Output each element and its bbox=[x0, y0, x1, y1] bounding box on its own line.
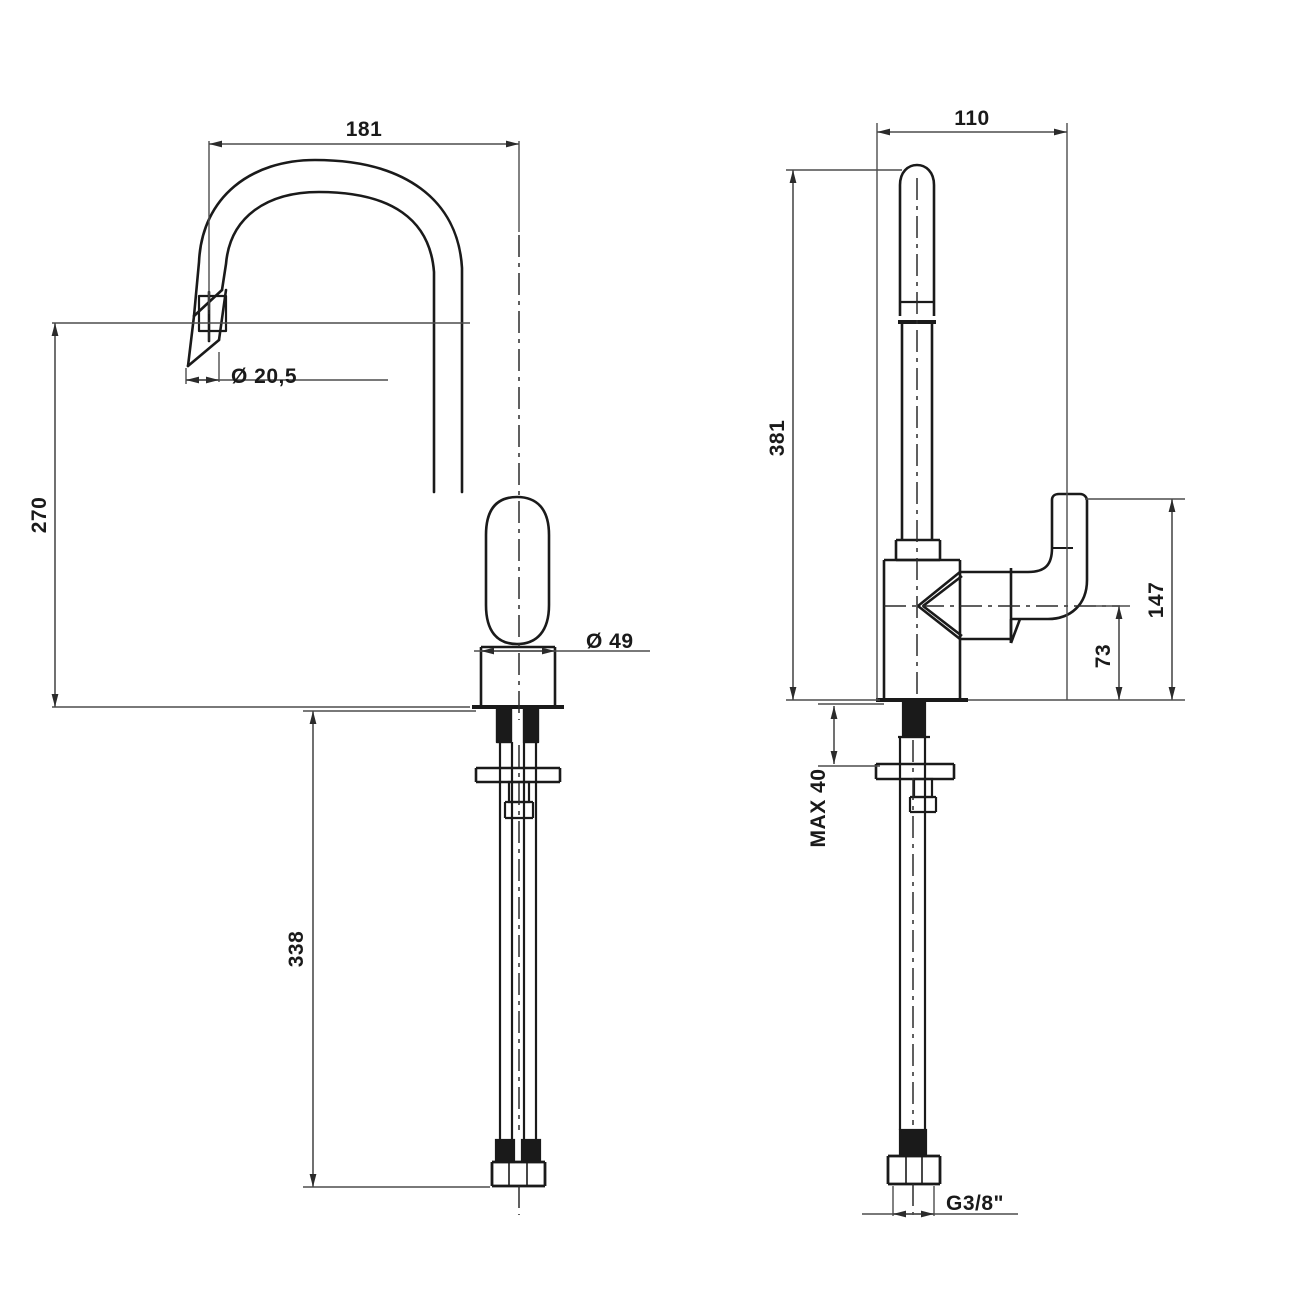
front-spout-geometry bbox=[186, 158, 464, 494]
front-mounting-hardware bbox=[474, 706, 562, 1188]
dim-max-worktop: MAX 40 bbox=[807, 703, 884, 848]
dim-total-height: 381 bbox=[766, 169, 902, 701]
dim-lever-height: 147 bbox=[968, 498, 1185, 701]
side-spout-geometry bbox=[898, 163, 936, 540]
dim-label-thread-size: G3/8" bbox=[946, 1192, 1004, 1215]
dim-label-shank-length: 338 bbox=[285, 931, 308, 968]
dim-cartridge-height: 73 bbox=[1085, 605, 1130, 700]
dim-label-lever-height: 147 bbox=[1145, 582, 1168, 619]
dim-label-max-worktop: MAX 40 bbox=[807, 769, 830, 848]
dim-spout-height: 270 bbox=[28, 322, 470, 708]
dim-label-spout-height: 270 bbox=[28, 497, 51, 534]
dim-label-depth: 110 bbox=[954, 107, 989, 130]
side-view: 110 381 147 73 MAX 40 bbox=[766, 107, 1185, 1218]
dim-depth: 110 bbox=[876, 107, 1068, 700]
front-base-collar bbox=[472, 645, 564, 709]
dim-spout-reach: 181 bbox=[208, 118, 520, 310]
dim-body-dia: Ø 49 bbox=[474, 630, 650, 655]
dim-thread-size: G3/8" bbox=[862, 1186, 1018, 1218]
dim-label-body-dia: Ø 49 bbox=[586, 630, 634, 653]
side-centreline bbox=[884, 178, 1120, 1215]
side-mounting-hardware bbox=[874, 699, 956, 1186]
front-view: 181 Ø 20,5 270 Ø 49 338 bbox=[28, 118, 650, 1215]
dim-label-spout-reach: 181 bbox=[346, 118, 383, 141]
dim-label-total-height: 381 bbox=[766, 420, 789, 457]
front-body-geometry bbox=[484, 495, 551, 646]
dim-label-cartridge-height: 73 bbox=[1092, 644, 1115, 668]
dim-shank-length: 338 bbox=[285, 710, 490, 1188]
dim-spout-outlet-dia: Ø 20,5 bbox=[185, 352, 388, 388]
dim-label-spout-outlet-dia: Ø 20,5 bbox=[231, 365, 297, 388]
